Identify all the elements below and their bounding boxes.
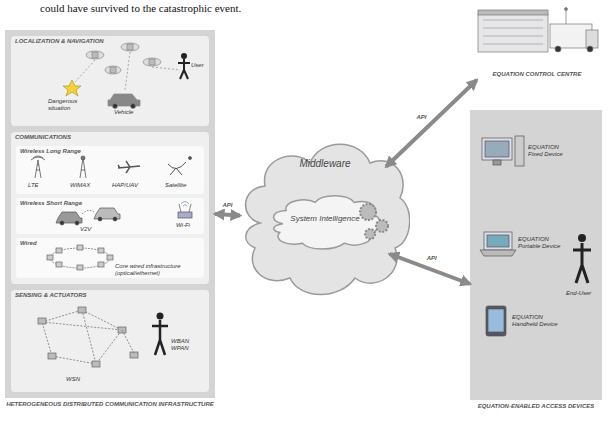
icon-label: V2V <box>80 226 100 233</box>
panel-heading: LOCALIZATION & NAVIGATION <box>15 38 104 44</box>
icon-label: Wi-Fi <box>176 222 200 229</box>
api-arrow <box>390 254 470 284</box>
clipped-text: could have survived to the catastrophic … <box>40 2 241 15</box>
icon-label: LTE <box>28 182 52 189</box>
access-devices <box>480 136 591 336</box>
panel-heading: Wireless Long Range <box>20 148 81 154</box>
icon-label: WSN <box>66 376 86 383</box>
icon-label: WIMAX <box>70 182 100 189</box>
icon-label: EQUATION Handheld Device <box>512 314 562 328</box>
panel-heading: Wired <box>20 240 37 246</box>
icon-label: Vehicle <box>114 109 154 116</box>
panel-heading: Wireless Short Range <box>20 200 82 206</box>
long-range-icons <box>31 156 192 178</box>
wsn-network <box>38 307 168 367</box>
control-centre-illustration <box>478 8 598 53</box>
icon-label: HAP/UAV <box>112 182 146 189</box>
icon-label: EQUATION Portable Device <box>518 236 568 250</box>
icon-label: Core wired infrastructure (optical/ether… <box>115 263 200 277</box>
icon-label: EQUATION Fixed Device <box>528 144 572 158</box>
edge-label: API <box>415 114 427 121</box>
middleware-cloud: MiddlewareSystem Intelligence <box>240 128 410 303</box>
icon-label: Satellite <box>165 182 199 189</box>
api-arrow <box>386 80 477 167</box>
short-range-icons <box>56 202 192 226</box>
node-label: EQUATION CONTROL CENTRE <box>470 71 604 79</box>
panel-caption: HETEROGENEOUS DISTRIBUTED COMMUNICATION … <box>5 401 215 409</box>
icon-label: User <box>191 62 211 69</box>
api-arrow <box>215 214 240 216</box>
localization-panel: LOCALIZATION & NAVIGATION <box>11 36 209 126</box>
icon-label: End-User <box>566 290 602 297</box>
panel-heading: COMMUNICATIONS <box>15 134 71 140</box>
node-label: System Intelligence <box>270 214 380 223</box>
edge-label: API <box>426 255 438 262</box>
panel-caption: EQUATION-ENABLED ACCESS DEVICES <box>470 403 602 411</box>
node-label: Middleware <box>240 158 410 169</box>
intelligence-cloud: System Intelligence <box>270 190 380 252</box>
localization-icons <box>63 43 190 109</box>
edge-label: API <box>221 202 233 209</box>
panel-heading: SENSING & ACTUATORS <box>15 292 87 298</box>
icon-label: Dangerous situation <box>48 98 94 112</box>
gears <box>360 204 388 239</box>
wired-ring <box>47 245 113 270</box>
icon-label: WBAN WPAN <box>171 338 201 352</box>
